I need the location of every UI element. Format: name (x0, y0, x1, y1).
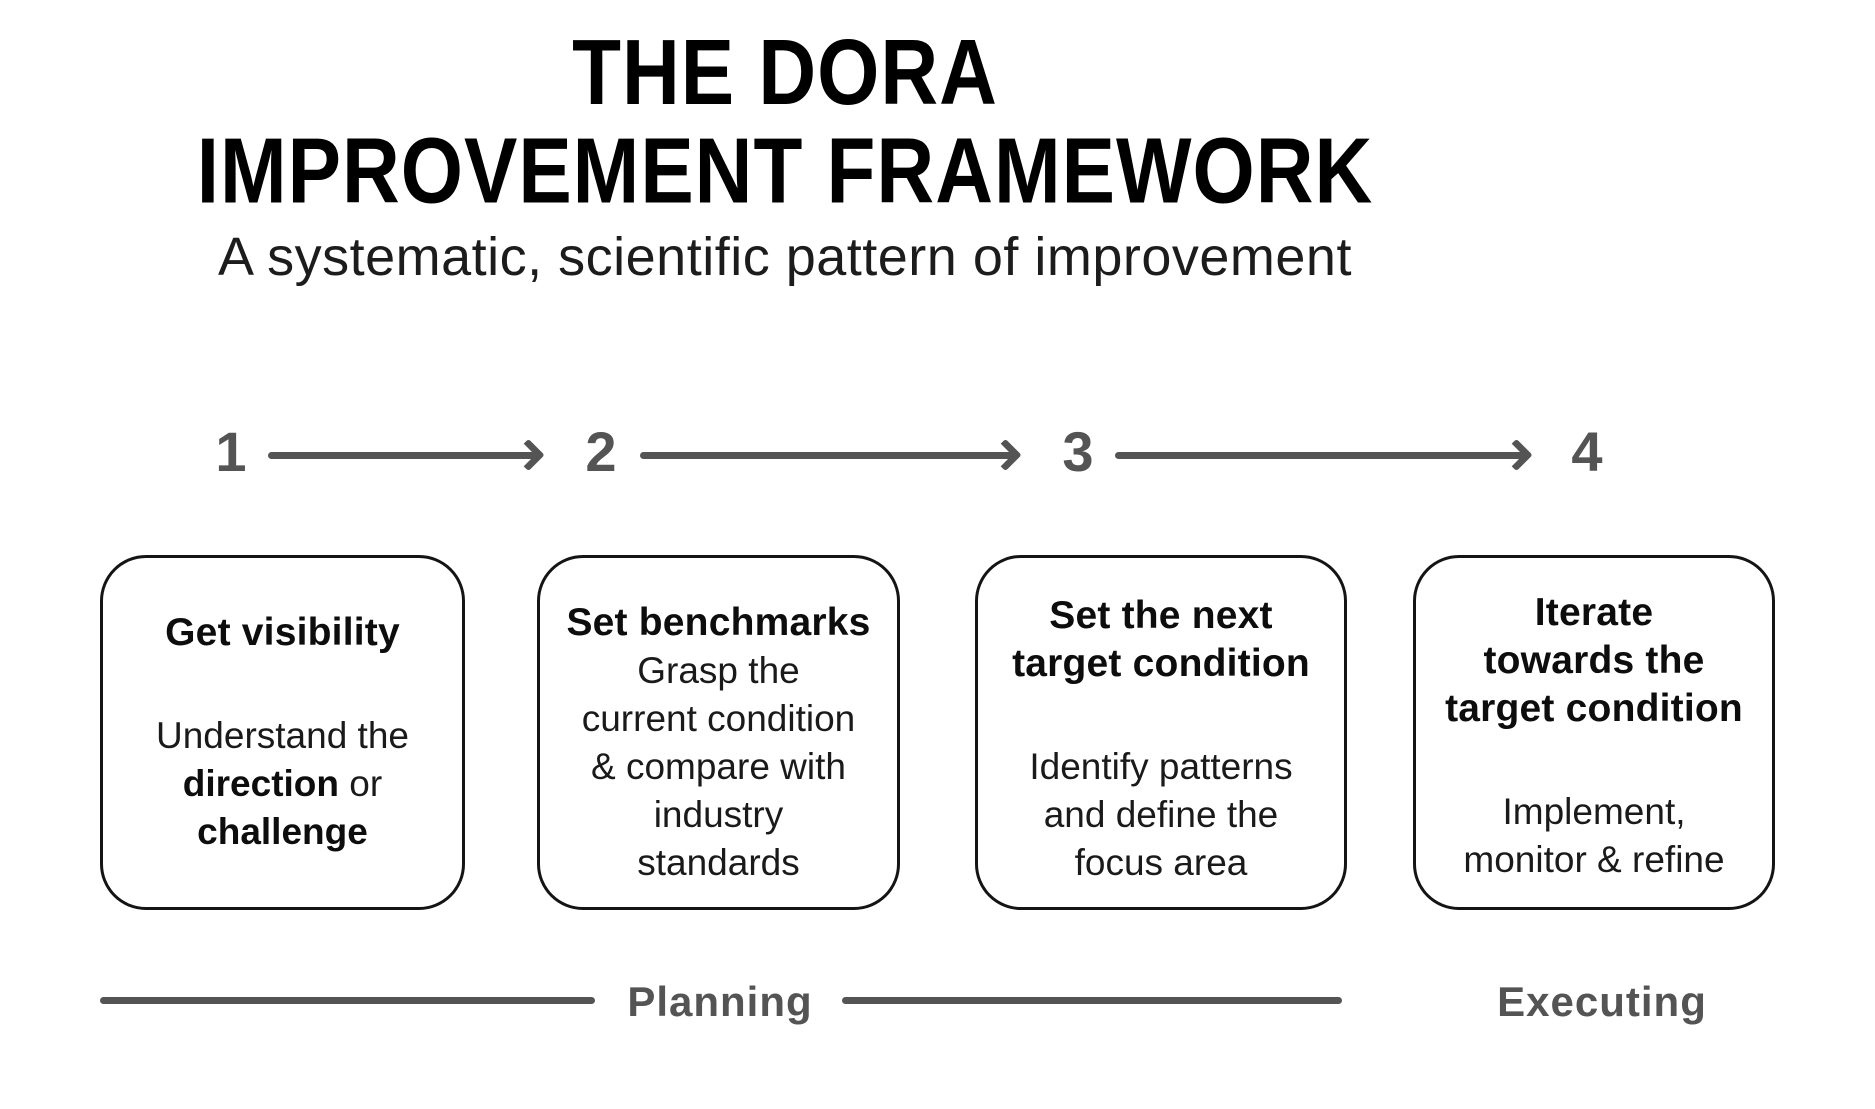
title-line-2: IMPROVEMENT FRAMEWORK (196, 118, 1374, 223)
step-number-3: 3 (1062, 420, 1094, 483)
page-title: THE DORA IMPROVEMENT FRAMEWORK (0, 20, 1570, 223)
step-number-2: 2 (585, 420, 617, 483)
planning-rule-left (100, 997, 595, 1004)
arrow-shaft (1115, 451, 1525, 459)
step-card-body: Implement,monitor & refine (1463, 791, 1725, 880)
phase-label-planning: Planning (627, 978, 813, 1025)
arrow-shaft (640, 451, 1014, 459)
subtitle: A systematic, scientific pattern of impr… (218, 227, 1352, 287)
arrow-head-icon (989, 438, 1022, 472)
phase-label-executing: Executing (1497, 978, 1707, 1025)
step-number-1: 1 (215, 420, 247, 483)
arrow-step-1-to-2 (268, 438, 545, 472)
arrow-step-3-to-4 (1115, 438, 1533, 472)
title-line-1: THE DORA (572, 20, 998, 124)
planning-rule-right (842, 997, 1342, 1004)
arrow-head-icon (1500, 438, 1533, 472)
step-card-heading: Get visibility (165, 611, 400, 654)
arrow-shaft (268, 451, 537, 459)
step-card-heading: Set benchmarks (566, 600, 871, 644)
arrow-step-2-to-3 (640, 438, 1022, 472)
arrow-head-icon (512, 438, 545, 472)
step-number-4: 4 (1571, 420, 1603, 483)
